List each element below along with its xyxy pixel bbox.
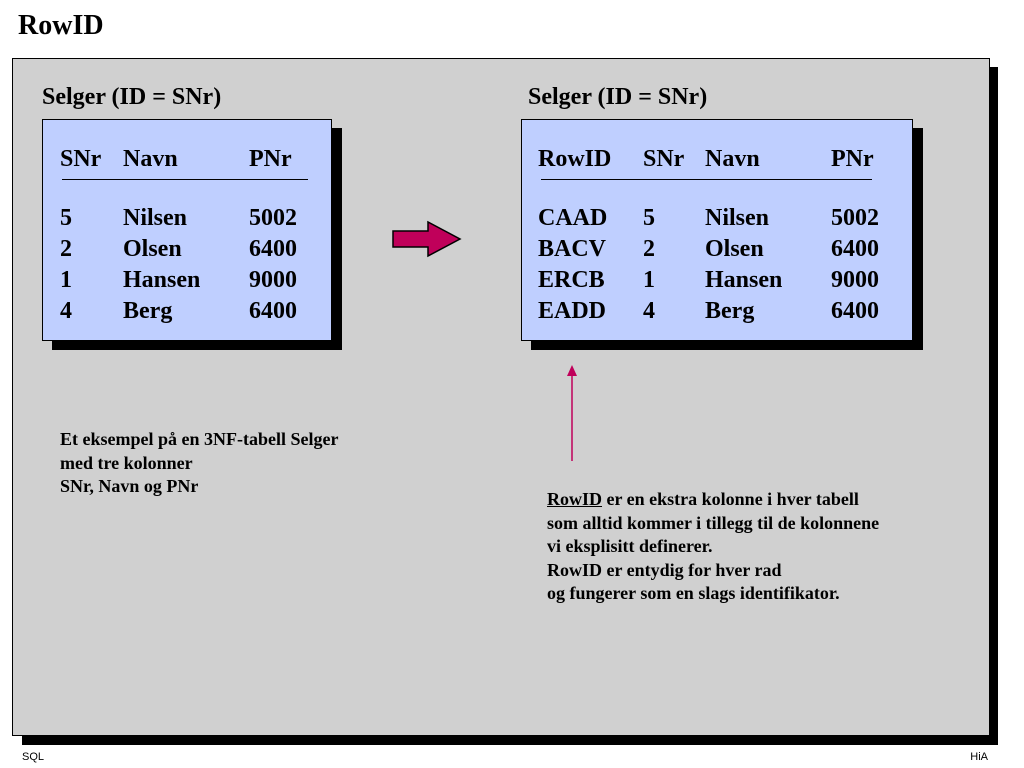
table-cell: 6400 — [249, 298, 297, 324]
right-note-line-rest: er en ekstra kolonne i hver tabell — [602, 489, 859, 509]
arrow-up-icon — [567, 365, 577, 461]
table-cell: Berg — [705, 298, 755, 324]
table-cell: 6400 — [249, 236, 297, 262]
table-cell: 4 — [60, 298, 72, 324]
table-cell: Hansen — [705, 267, 783, 293]
table-cell: 9000 — [249, 267, 297, 293]
table-cell: Berg — [123, 298, 173, 324]
footer-right: HiA — [970, 751, 988, 763]
table-cell: CAAD — [538, 205, 608, 231]
rowid-term: RowID — [547, 489, 603, 509]
column-header-navn: Navn — [705, 146, 760, 172]
table-cell: 9000 — [831, 267, 879, 293]
table-cell: Nilsen — [705, 205, 770, 231]
column-header-snr: SNr — [60, 146, 102, 172]
right-note: RowID er en ekstra kolonne i hver tabell… — [547, 488, 879, 606]
table-cell: 1 — [643, 267, 655, 293]
right-note-line: vi eksplisitt definerer. — [547, 536, 713, 556]
table-cell: 6400 — [831, 236, 879, 262]
column-header-pnr: PNr — [249, 146, 292, 172]
arrow-right-icon — [392, 220, 462, 258]
column-header-navn: Navn — [123, 146, 178, 172]
left-table: SNr Navn PNr 5 Nilsen 5002 2 Olsen 6400 … — [42, 119, 332, 341]
table-cell: Olsen — [705, 236, 764, 262]
column-header-snr: SNr — [643, 146, 685, 172]
left-note-line: Et eksempel på en 3NF-tabell Selger — [60, 429, 339, 449]
table-cell: 4 — [643, 298, 655, 324]
table-cell: EADD — [538, 298, 607, 324]
table-cell: 2 — [643, 236, 655, 262]
table-cell: 5 — [643, 205, 655, 231]
table-cell: 5002 — [831, 205, 879, 231]
table-cell: Hansen — [123, 267, 201, 293]
table-cell: BACV — [538, 236, 607, 262]
table-cell: 6400 — [831, 298, 879, 324]
column-header-pnr: PNr — [831, 146, 874, 172]
footer-left: SQL — [22, 751, 45, 763]
right-note-line: som alltid kommer i tillegg til de kolon… — [547, 512, 880, 533]
table-cell: Nilsen — [123, 205, 188, 231]
left-note-line: SNr, Navn og PNr — [60, 476, 199, 496]
left-note-line: med tre kolonner — [60, 452, 193, 473]
column-header-rowid: RowID — [538, 146, 612, 172]
right-note-line: RowID er en ekstra kolonne i hver tabell — [547, 488, 879, 512]
right-note-line: RowID er entydig for hver rad — [547, 559, 782, 580]
table-cell: 5002 — [249, 205, 297, 231]
slide-title: RowID — [18, 10, 104, 41]
right-table-caption: Selger (ID = SNr) — [528, 84, 708, 110]
table-cell: 5 — [60, 205, 72, 231]
right-table: RowID SNr Navn PNr CAAD 5 Nilsen 5002 BA… — [521, 119, 913, 341]
table-cell: Olsen — [123, 236, 182, 262]
right-note-line: og fungerer som en slags identifikator. — [547, 583, 840, 603]
header-rule — [541, 179, 872, 180]
table-cell: 1 — [60, 267, 72, 293]
table-cell: 2 — [60, 236, 72, 262]
left-note: Et eksempel på en 3NF-tabell Selger med … — [60, 428, 338, 499]
table-cell: ERCB — [538, 267, 605, 293]
header-rule — [62, 179, 308, 180]
left-table-caption: Selger (ID = SNr) — [42, 84, 222, 110]
